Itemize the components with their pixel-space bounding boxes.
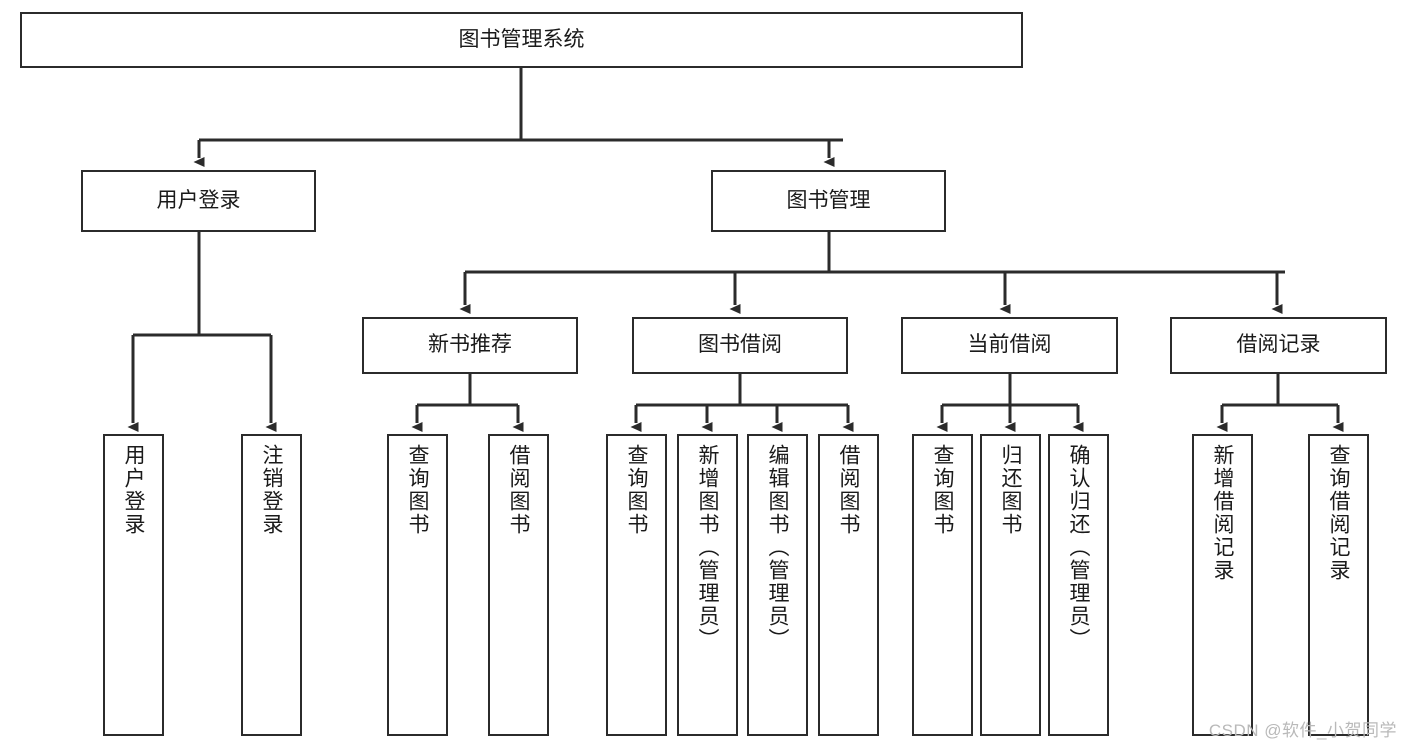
node-current-borrow-label: 当前借阅	[967, 333, 1052, 357]
node-leaf-add-book-label: 新增图书（管理员）	[696, 444, 719, 651]
node-book-manage[interactable]: 图书管理	[711, 170, 946, 232]
node-current-borrow[interactable]: 当前借阅	[901, 317, 1118, 374]
node-leaf-query-record-label: 查询借阅记录	[1327, 444, 1350, 582]
node-leaf-logout-login-label: 注销登录	[260, 444, 283, 536]
node-leaf-borrow-book-1-label: 借阅图书	[507, 444, 530, 536]
node-leaf-edit-book-label: 编辑图书（管理员）	[766, 444, 789, 651]
node-user-login-label: 用户登录	[156, 188, 241, 212]
node-leaf-query-book-3-label: 查询图书	[931, 444, 954, 536]
node-new-book-recommend-label: 新书推荐	[428, 333, 512, 357]
node-book-borrow-label: 图书借阅	[698, 333, 782, 357]
node-leaf-query-record[interactable]: 查询借阅记录	[1308, 434, 1369, 736]
node-user-login[interactable]: 用户登录	[81, 170, 316, 232]
node-leaf-add-book[interactable]: 新增图书（管理员）	[677, 434, 738, 736]
node-leaf-return-book[interactable]: 归还图书	[980, 434, 1041, 736]
node-book-manage-label: 图书管理	[786, 188, 871, 212]
node-leaf-edit-book[interactable]: 编辑图书（管理员）	[747, 434, 808, 736]
node-leaf-user-login[interactable]: 用户登录	[103, 434, 164, 736]
node-leaf-confirm-return-label: 确认归还（管理员）	[1067, 444, 1090, 651]
node-leaf-query-book-2-label: 查询图书	[625, 444, 648, 536]
node-leaf-borrow-book-2[interactable]: 借阅图书	[818, 434, 879, 736]
node-leaf-borrow-book-2-label: 借阅图书	[837, 444, 860, 536]
node-leaf-borrow-book-1[interactable]: 借阅图书	[488, 434, 549, 736]
node-leaf-query-book-1-label: 查询图书	[406, 444, 429, 536]
node-leaf-confirm-return[interactable]: 确认归还（管理员）	[1048, 434, 1109, 736]
node-leaf-query-book-3[interactable]: 查询图书	[912, 434, 973, 736]
node-leaf-user-login-label: 用户登录	[122, 444, 145, 536]
node-leaf-add-record-label: 新增借阅记录	[1211, 444, 1234, 582]
node-root-label: 图书管理系统	[458, 27, 585, 51]
node-root[interactable]: 图书管理系统	[20, 12, 1023, 68]
node-leaf-logout-login[interactable]: 注销登录	[241, 434, 302, 736]
node-leaf-query-book-2[interactable]: 查询图书	[606, 434, 667, 736]
node-book-borrow[interactable]: 图书借阅	[632, 317, 848, 374]
node-borrow-record[interactable]: 借阅记录	[1170, 317, 1387, 374]
node-leaf-add-record[interactable]: 新增借阅记录	[1192, 434, 1253, 736]
node-new-book-recommend[interactable]: 新书推荐	[362, 317, 578, 374]
watermark: CSDN @软件_小贺同学	[1208, 721, 1397, 740]
node-leaf-query-book-1[interactable]: 查询图书	[387, 434, 448, 736]
node-leaf-return-book-label: 归还图书	[999, 444, 1022, 536]
node-borrow-record-label: 借阅记录	[1236, 333, 1321, 357]
